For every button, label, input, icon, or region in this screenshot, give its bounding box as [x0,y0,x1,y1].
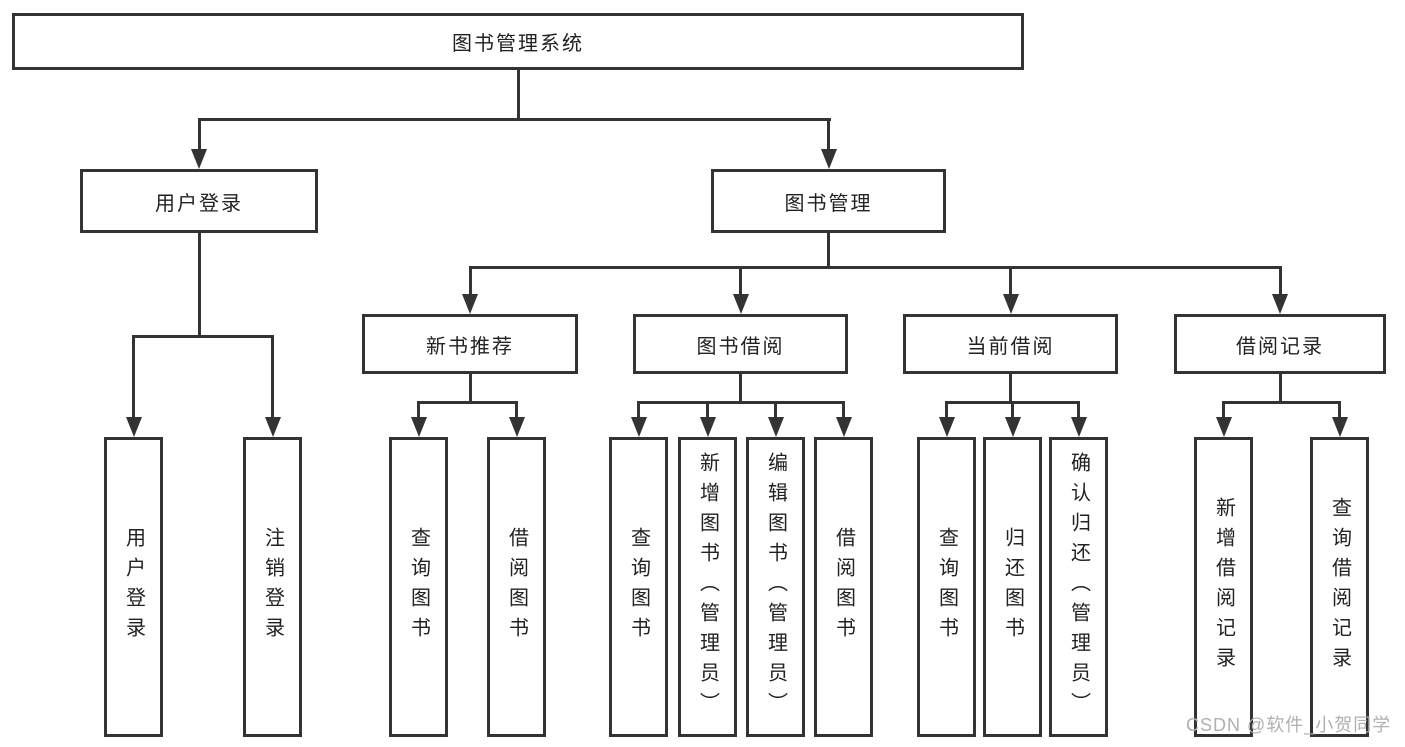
arrow-down-icon [1070,417,1087,437]
node-user-login-label: 用户登录 [155,192,243,215]
arrow-down-icon [264,417,281,437]
connector-line [468,374,472,404]
connector-line [197,118,201,152]
connector-line [1222,401,1341,404]
arrow-down-icon [820,149,837,169]
leaf-user-login: 用户登录 [104,437,163,737]
connector-line [842,401,845,419]
connector-line [1009,266,1012,296]
arrow-down-icon [508,417,525,437]
leaf-query-borrow-record-label: 查询借阅记录 [1328,497,1351,677]
connector-line [1338,401,1341,419]
connector-line [468,266,1282,269]
arrow-down-icon [835,417,852,437]
node-current-borrowing-label: 当前借阅 [966,335,1055,358]
connector-line [197,233,201,338]
arrow-down-icon [699,417,716,437]
connector-line [739,266,742,296]
connector-line [1009,374,1012,404]
leaf-return-books-label: 归还图书 [1001,527,1024,647]
connector-line [1077,401,1080,419]
connector-line [637,401,640,419]
leaf-add-books-admin-label: 新增图书（管理员） [696,452,719,722]
node-current-borrowing: 当前借阅 [903,314,1118,374]
node-library-system-label: 图书管理系统 [452,33,584,55]
leaf-edit-books-admin: 编辑图书（管理员） [746,437,805,737]
connector-line [827,233,830,269]
arrow-down-icon [630,417,647,437]
leaf-query-books-recommend: 查询图书 [389,437,448,737]
node-book-management-label: 图书管理 [784,192,873,215]
arrow-down-icon [767,417,784,437]
connector-line [1222,401,1225,419]
connector-line [132,335,135,419]
arrow-down-icon [410,417,427,437]
connector-line [945,401,948,419]
connector-line [417,401,420,419]
node-new-book-recommend: 新书推荐 [362,314,578,374]
node-book-borrowing: 图书借阅 [633,314,848,374]
leaf-add-borrow-record-label: 新增借阅记录 [1212,497,1235,677]
connector-line [271,335,274,419]
arrow-down-icon [125,417,142,437]
node-book-borrowing-label: 图书借阅 [696,335,785,358]
connector-line [468,266,472,296]
leaf-borrow-books-recommend-label: 借阅图书 [505,527,528,647]
leaf-borrow-books-recommend: 借阅图书 [487,437,546,737]
leaf-query-books-current-label: 查询图书 [935,527,958,647]
arrow-down-icon [462,294,478,314]
arrow-down-icon [1331,417,1348,437]
connector-line [1011,401,1014,419]
node-new-book-recommend-label: 新书推荐 [426,335,514,358]
leaf-query-books-current: 查询图书 [917,437,976,737]
connector-line [1278,266,1282,296]
connector-line [1278,374,1282,404]
node-borrowing-records-label: 借阅记录 [1236,335,1324,358]
leaf-logout: 注销登录 [243,437,302,737]
node-book-management: 图书管理 [711,169,946,233]
arrow-down-icon [938,417,955,437]
connector-line [417,401,518,404]
leaf-query-books-recommend-label: 查询图书 [407,527,430,647]
leaf-edit-books-admin-label: 编辑图书（管理员） [764,452,787,722]
arrow-down-icon [191,149,207,169]
leaf-borrow-books: 借阅图书 [814,437,873,737]
node-library-system: 图书管理系统 [12,13,1024,70]
connector-line [197,118,831,121]
connector-line [132,335,274,338]
watermark: CSDN @软件_小贺同学 [1186,715,1392,735]
connector-line [637,401,845,404]
leaf-user-login-label: 用户登录 [122,527,145,647]
leaf-confirm-return-admin: 确认归还（管理员） [1049,437,1108,737]
leaf-query-books-borrowing: 查询图书 [609,437,668,737]
arrow-down-icon [1215,417,1232,437]
leaf-add-borrow-record: 新增借阅记录 [1194,437,1253,737]
arrow-down-icon [732,294,749,314]
connector-line [515,401,518,419]
arrow-down-icon [1272,294,1288,314]
leaf-query-books-borrowing-label: 查询图书 [627,527,650,647]
leaf-logout-label: 注销登录 [261,527,284,647]
connector-line [706,401,709,419]
arrow-down-icon [1004,417,1021,437]
connector-line [739,374,742,404]
leaf-borrow-books-label: 借阅图书 [832,527,855,647]
arrow-down-icon [1002,294,1019,314]
node-borrowing-records: 借阅记录 [1174,314,1386,374]
connector-line [827,118,830,152]
connector-line [516,70,520,120]
leaf-return-books: 归还图书 [983,437,1042,737]
node-user-login: 用户登录 [80,169,318,233]
connector-line [774,401,777,419]
leaf-confirm-return-admin-label: 确认归还（管理员） [1067,452,1090,722]
leaf-query-borrow-record: 查询借阅记录 [1310,437,1369,737]
leaf-add-books-admin: 新增图书（管理员） [678,437,737,737]
